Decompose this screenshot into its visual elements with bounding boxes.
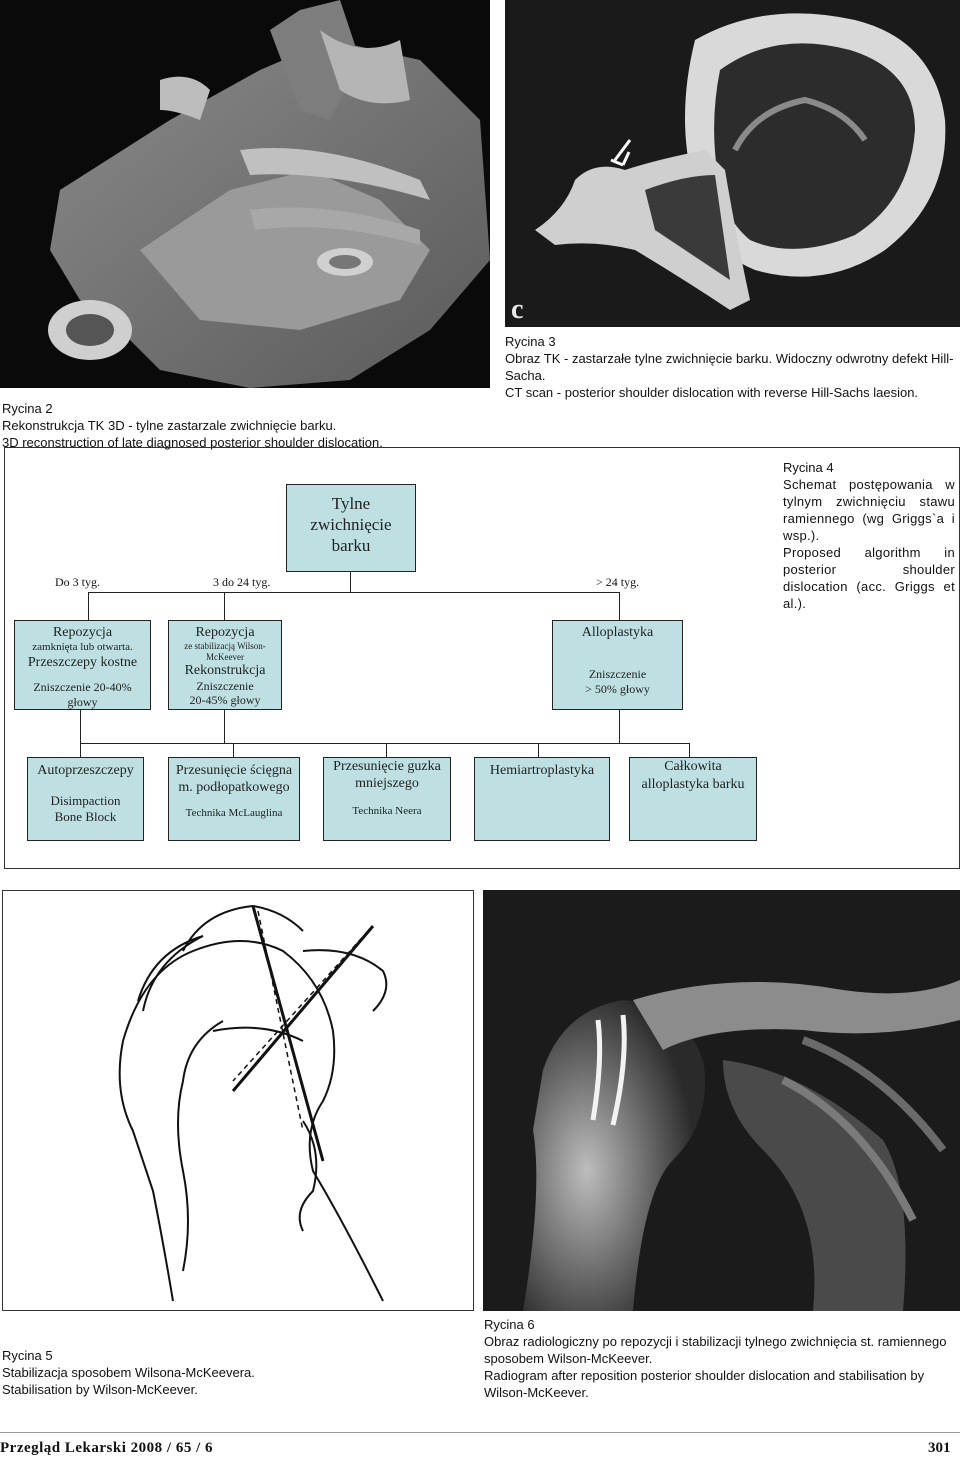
node-line: Disimpaction <box>50 793 121 808</box>
node-title: Autoprzeszczepy <box>37 763 134 778</box>
figure-3-desc: CT scan - posterior shoulder dislocation… <box>505 385 919 400</box>
node-line: mniejszego <box>355 776 419 791</box>
node-line: Zniszczenie <box>196 679 254 693</box>
node-line: alloplastyka barku <box>641 777 745 792</box>
node-line: ze stabilizacją Wilson- <box>184 641 266 651</box>
node-alloplastyka: Alloplastyka Zniszczenie > 50% głowy <box>552 620 683 710</box>
node-line: Technika Neera <box>352 805 422 817</box>
branch-label-2: 3 do 24 tyg. <box>213 575 271 589</box>
node-title: Przesunięcie guzka <box>333 759 441 774</box>
node-repozycja-1: Repozycja zamknięta lub otwarta. Przeszc… <box>14 620 151 710</box>
branch-label-1: Do 3 tyg. <box>55 575 100 589</box>
figure-6-desc: Radiogram after reposition posterior sho… <box>484 1368 925 1400</box>
footer-journal: Przegląd Lekarski 2008 / 65 / 6 <box>0 1440 213 1456</box>
node-title: Hemiartroplastyka <box>489 763 595 778</box>
figure-4-desc: Proposed algorithm in posterior shoulder… <box>783 545 955 611</box>
root-node-label: Tylne zwichnięcie barku <box>310 494 392 555</box>
footer-rule <box>0 1432 960 1433</box>
node-title: Repozycja <box>52 625 113 640</box>
figure-3-label: Rycina 3 <box>505 334 556 349</box>
node-title: Przesunięcie ścięgna <box>175 763 293 778</box>
arrow-icon <box>610 139 632 167</box>
node-repozycja-2: Repozycja ze stabilizacją Wilson- McKeev… <box>168 620 282 710</box>
node-line: głowy <box>67 695 98 709</box>
figure-4-label: Rycina 4 <box>783 460 834 475</box>
figure-2-image <box>0 0 490 388</box>
node-line: Rekonstrukcja <box>184 663 266 678</box>
figure-5-label: Rycina 5 <box>2 1348 53 1363</box>
node-przesuniecie-sciegna: Przesunięcie ścięgna m. podłopatkowego T… <box>168 757 300 841</box>
node-line: Bone Block <box>54 809 117 824</box>
figure-5-title: Stabilizacja sposobem Wilsona-McKeevera. <box>2 1365 255 1380</box>
node-title: Repozycja <box>195 625 255 640</box>
figure-5-caption: Rycina 5 Stabilizacja sposobem Wilsona-M… <box>2 1347 462 1398</box>
figure-6-label: Rycina 6 <box>484 1317 535 1332</box>
node-autoprzeszczepy: Autoprzeszczepy Disimpaction Bone Block <box>27 757 144 841</box>
bone-3d-reconstruction-icon <box>48 0 490 388</box>
node-title: Całkowita <box>664 759 722 774</box>
figure-3-title: Obraz TK - zastarzałe tylne zwichnięcie … <box>505 351 954 383</box>
node-line: Zniszczenie 20-40% <box>33 680 132 694</box>
ct-image-letter: c <box>511 294 524 325</box>
figure-5-image <box>2 890 474 1311</box>
figure-2-caption: Rycina 2 Rekonstrukcja TK 3D - tylne zas… <box>2 400 422 451</box>
figure-4-title: Schemat postępowania w tylnym zwichnięci… <box>783 477 955 543</box>
node-line: m. podłopatkowego <box>178 780 290 795</box>
node-title: Alloplastyka <box>581 625 654 640</box>
footer-page-number: 301 <box>928 1440 951 1456</box>
figure-6-caption: Rycina 6 Obraz radiologiczny po repozycj… <box>484 1316 956 1401</box>
node-line: 20-45% głowy <box>189 693 261 707</box>
figure-2-desc: 3D reconstruction of late diagnosed post… <box>2 435 383 450</box>
node-line: McKeever <box>206 652 244 662</box>
figure-3-caption: Rycina 3 Obraz TK - zastarzałe tylne zwi… <box>505 333 960 401</box>
figure-3-image: c <box>505 0 960 327</box>
root-node: Tylne zwichnięcie barku <box>286 484 416 572</box>
ct-scan-icon <box>535 13 946 310</box>
node-hemiartroplastyka: Hemiartroplastyka <box>474 757 610 841</box>
figure-5-desc: Stabilisation by Wilson-McKeever. <box>2 1382 198 1397</box>
node-line: > 50% głowy <box>585 682 650 696</box>
figure-4-caption: Rycina 4 Schemat postępowania w tylnym z… <box>783 459 955 612</box>
figure-2-title: Rekonstrukcja TK 3D - tylne zastarzale z… <box>2 418 337 433</box>
wilson-mckeever-drawing-icon <box>118 904 388 1302</box>
node-line: Technika McLauglina <box>185 807 283 819</box>
node-calkowita-alloplastyka: Całkowita alloplastyka barku <box>629 757 757 841</box>
figure-6-image <box>483 890 960 1311</box>
figure-2-label: Rycina 2 <box>2 401 53 416</box>
branch-label-3: > 24 tyg. <box>596 575 640 589</box>
node-line: Przeszczepy kostne <box>27 655 138 670</box>
radiograph-icon <box>483 890 960 1311</box>
node-line: Zniszczenie <box>588 667 647 681</box>
node-przesuniecie-guzka: Przesunięcie guzka mniejszego Technika N… <box>323 757 451 841</box>
figure-6-title: Obraz radiologiczny po repozycji i stabi… <box>484 1334 947 1366</box>
node-line: zamknięta lub otwarta. <box>32 641 133 653</box>
